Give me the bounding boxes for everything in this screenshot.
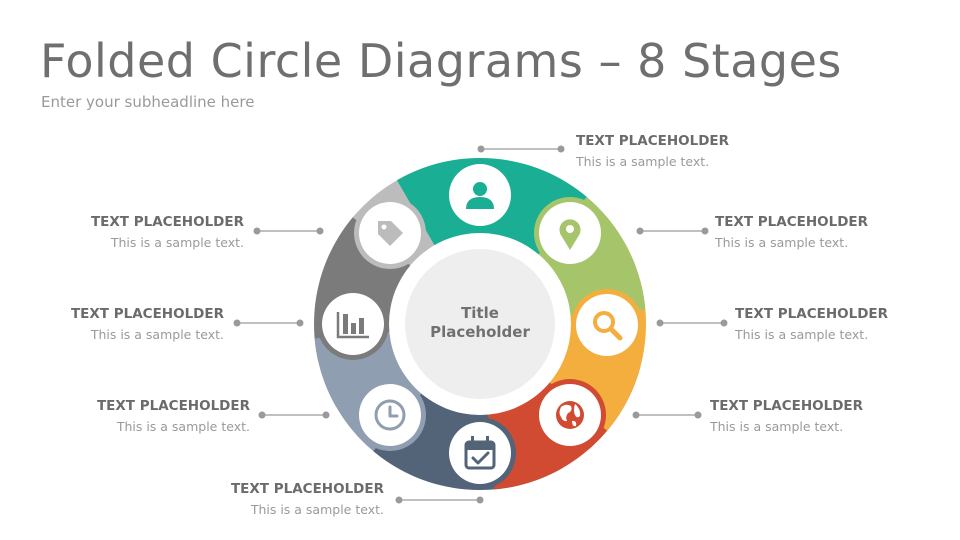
stage-7-icon-badge xyxy=(317,288,389,360)
stage-3-connector xyxy=(656,319,728,327)
stage-6-connector xyxy=(258,411,330,419)
clock-icon xyxy=(374,399,406,431)
stage-4-connector xyxy=(632,411,702,419)
stage-5-connector xyxy=(395,496,484,504)
stage-5-icon-badge xyxy=(444,417,516,489)
bar-chart-icon xyxy=(336,312,369,339)
stage-7-label: TEXT PLACEHOLDER This is a sample text. xyxy=(0,306,224,342)
stage-5-label: TEXT PLACEHOLDER This is a sample text. xyxy=(154,481,384,517)
stage-6-label: TEXT PLACEHOLDER This is a sample text. xyxy=(20,398,250,434)
stage-1-heading: TEXT PLACEHOLDER xyxy=(576,133,730,149)
page-title: Folded Circle Diagrams – 8 Stages xyxy=(40,34,842,88)
stage-2-text: This is a sample text. xyxy=(715,235,849,250)
connector-lines xyxy=(233,145,728,504)
stage-6-icon-badge xyxy=(354,379,426,451)
stage-3-heading: TEXT PLACEHOLDER xyxy=(735,306,889,322)
globe-icon xyxy=(556,401,584,429)
stage-3-text: This is a sample text. xyxy=(735,327,869,342)
calendar-icon xyxy=(464,436,496,470)
page-subtitle: Enter your subheadline here xyxy=(41,93,255,111)
stage-5-badge xyxy=(449,422,511,484)
stage-1-label: TEXT PLACEHOLDER This is a sample text. xyxy=(576,133,806,169)
stage-2-heading: TEXT PLACEHOLDER xyxy=(715,214,869,230)
stage-4-label: TEXT PLACEHOLDER This is a sample text. xyxy=(710,398,940,434)
user-icon xyxy=(466,182,494,209)
stage-3-icon-badge xyxy=(571,289,643,361)
center-circle xyxy=(405,249,555,399)
stage-7-text: This is a sample text. xyxy=(90,327,224,342)
stage-4-heading: TEXT PLACEHOLDER xyxy=(710,398,864,414)
stage-8-label: TEXT PLACEHOLDER This is a sample text. xyxy=(14,214,244,250)
stage-8-heading: TEXT PLACEHOLDER xyxy=(90,214,244,230)
stage-8-connector xyxy=(253,227,324,235)
stage-7-connector xyxy=(233,319,304,327)
stage-5-heading: TEXT PLACEHOLDER xyxy=(230,481,384,497)
stage-7-heading: TEXT PLACEHOLDER xyxy=(70,306,224,322)
stage-3-badge xyxy=(576,294,638,356)
stage-8-icon-badge xyxy=(354,197,426,269)
stage-3-label: TEXT PLACEHOLDER This is a sample text. xyxy=(735,306,960,342)
stage-5-text: This is a sample text. xyxy=(250,502,384,517)
center-title-line2: Placeholder xyxy=(430,323,530,341)
stage-6-text: This is a sample text. xyxy=(116,419,250,434)
map-pin-icon xyxy=(559,219,581,250)
stage-1-icon-badge xyxy=(444,159,516,231)
center-title: Title Placeholder xyxy=(410,304,550,342)
stage-1-connector xyxy=(477,145,565,153)
stage-2-connector xyxy=(636,227,709,235)
stage-1-text: This is a sample text. xyxy=(576,154,710,169)
stage-4-text: This is a sample text. xyxy=(710,419,844,434)
stage-8-text: This is a sample text. xyxy=(110,235,244,250)
stage-4-icon-badge xyxy=(534,379,606,451)
stage-2-icon-badge xyxy=(534,197,606,269)
tag-icon xyxy=(378,221,403,246)
stage-2-label: TEXT PLACEHOLDER This is a sample text. xyxy=(715,214,945,250)
center-title-line1: Title xyxy=(461,304,499,322)
stage-6-heading: TEXT PLACEHOLDER xyxy=(96,398,250,414)
search-icon xyxy=(593,311,623,341)
stage-icons xyxy=(317,159,643,489)
